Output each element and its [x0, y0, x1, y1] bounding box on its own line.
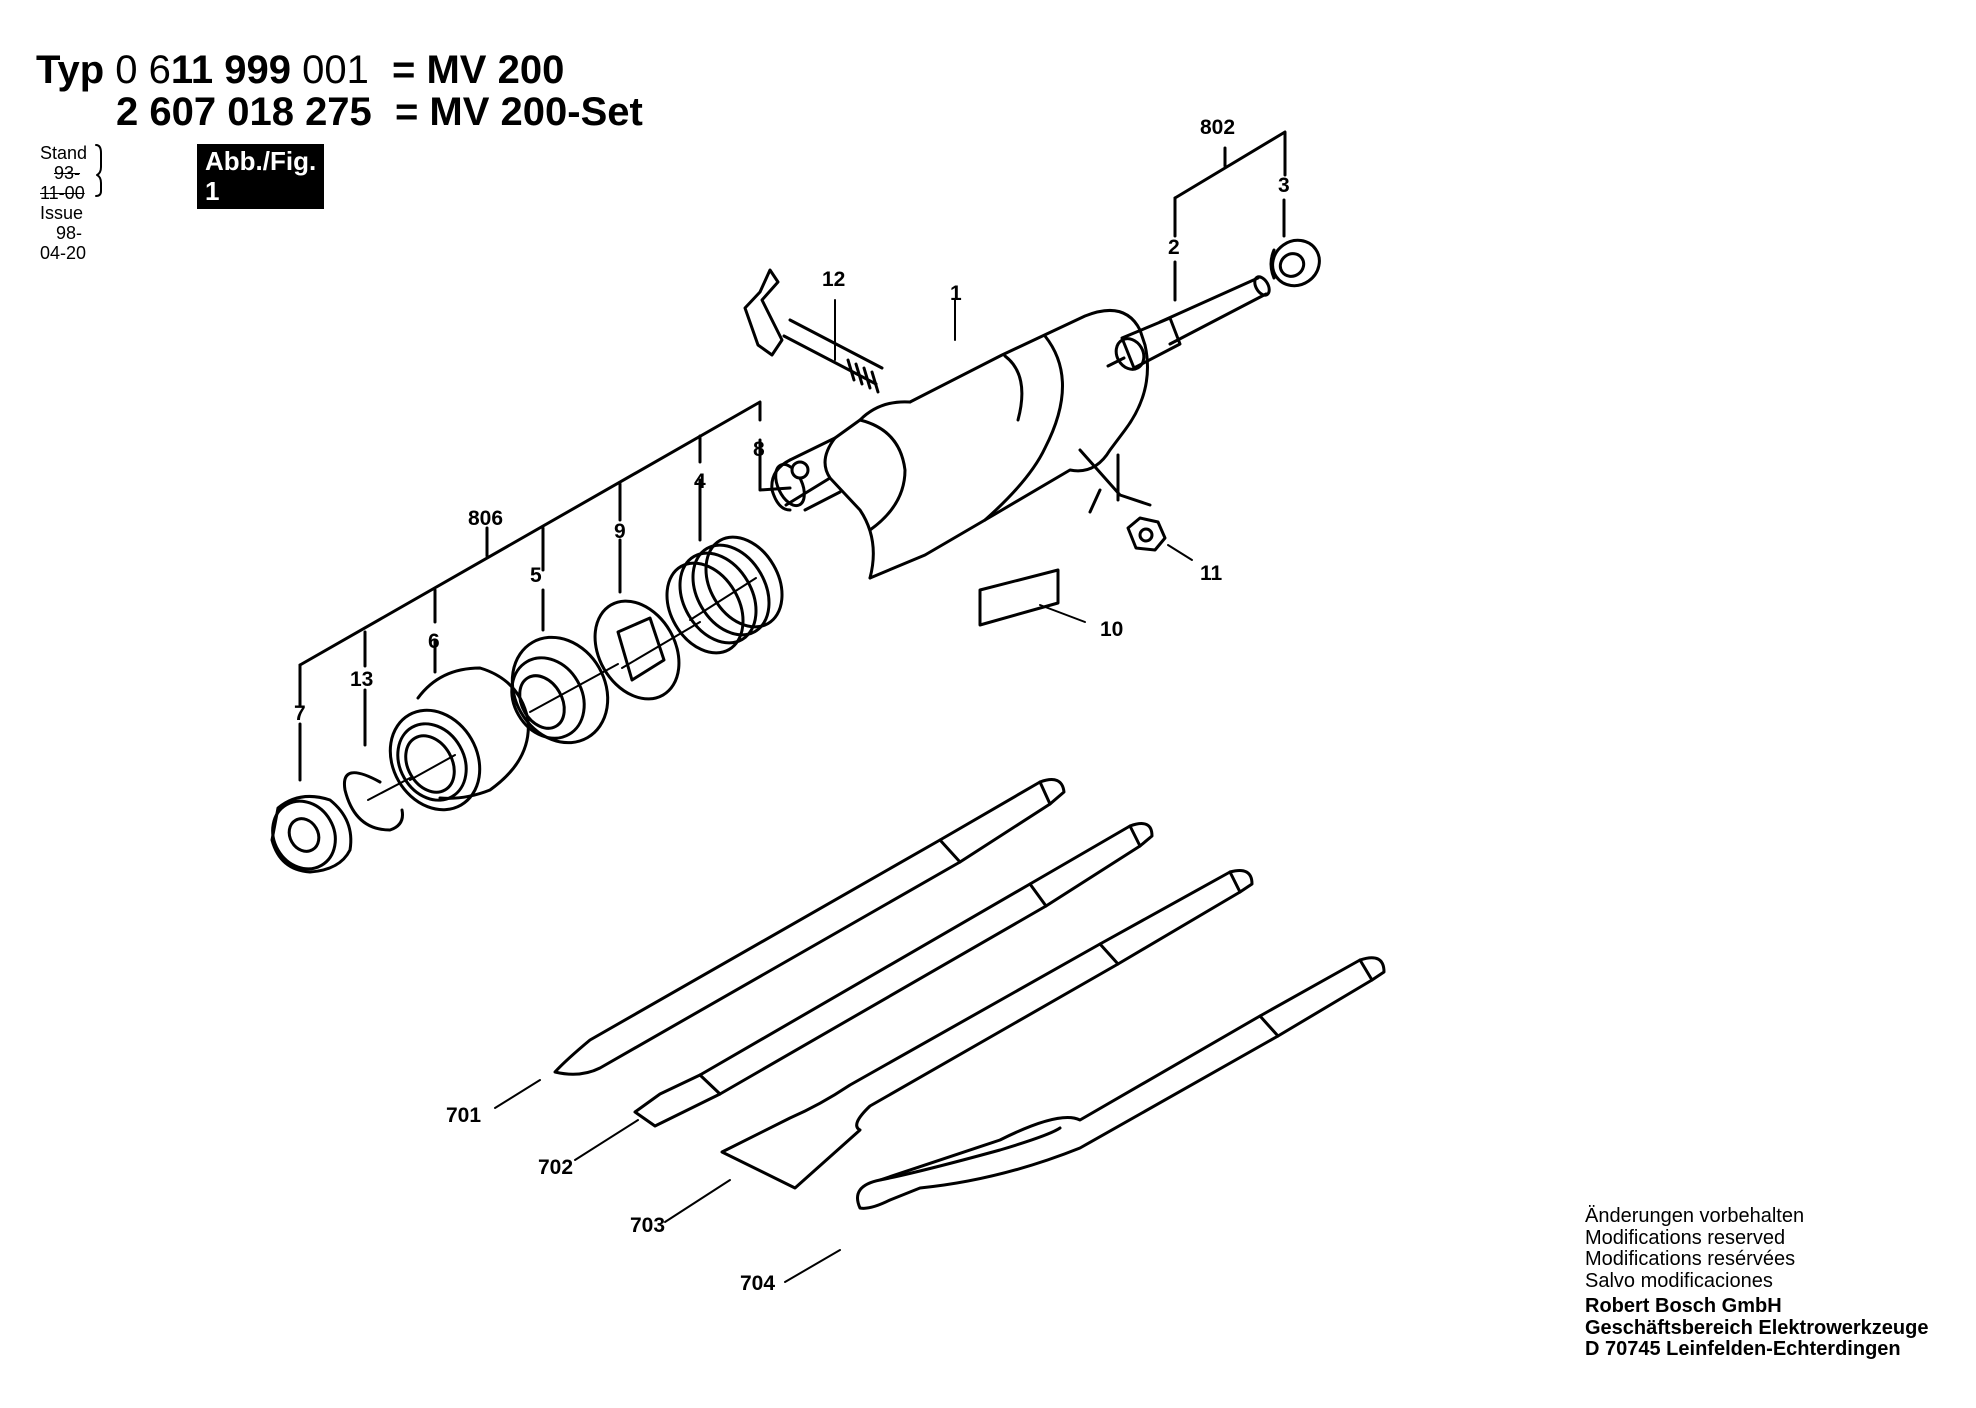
footer-line-en: Modifications reserved — [1585, 1226, 1786, 1249]
callout-806: 806 — [468, 507, 503, 530]
part-4-spring — [665, 535, 784, 655]
chisel-703 — [664, 869, 1254, 1223]
callout-12: 12 — [822, 268, 845, 291]
part-10-label-plate — [978, 568, 1086, 627]
set-part-number: 2 607 018 275 — [116, 90, 372, 134]
callout-1: 1 — [950, 282, 962, 305]
part-7-nut — [270, 794, 353, 874]
part-11-nut — [1126, 516, 1193, 561]
callout-11: 11 — [1200, 562, 1223, 585]
figure-badge: Abb./Fig. 1 — [197, 144, 325, 209]
footer-line-es: Salvo modificaciones — [1585, 1269, 1773, 1292]
footer-division: Geschäftsbereich Elektrowerkzeuge — [1585, 1316, 1929, 1339]
stand-date: 93-11-00 — [40, 163, 85, 203]
stand-label: Stand — [40, 143, 88, 163]
model-name: = MV 200 — [392, 48, 565, 92]
part-number-b: 11 999 — [170, 48, 292, 92]
callout-9: 9 — [614, 520, 626, 543]
callout-703: 703 — [630, 1214, 665, 1237]
callout-2: 2 — [1168, 236, 1180, 259]
callout-702: 702 — [538, 1156, 573, 1179]
chisel-701 — [494, 778, 1066, 1109]
part-6-sleeve — [388, 666, 530, 812]
callout-701: 701 — [446, 1104, 481, 1127]
part-8-ball — [790, 460, 810, 480]
chisel-704 — [784, 956, 1386, 1283]
group-806-bracket — [298, 400, 792, 782]
callout-7: 7 — [294, 702, 306, 725]
footer-block: Änderungen vorbehalten Modifications res… — [1585, 1205, 1929, 1361]
type-line-1: Typ 0 611 999 001 = MV 200 — [36, 48, 564, 93]
part-1-housing — [770, 308, 1152, 580]
part-13-snap-ring — [342, 771, 411, 832]
part-3-washer — [1269, 238, 1321, 288]
part-number-a: 0 6 — [115, 48, 171, 92]
part-9-washer — [593, 599, 701, 701]
part-number-c: 001 — [291, 48, 369, 92]
type-line-2: 2 607 018 275 = MV 200-Set — [116, 90, 643, 135]
callout-8: 8 — [753, 438, 765, 461]
part-12-thandle-screw — [743, 268, 884, 394]
footer-company: Robert Bosch GmbH — [1585, 1295, 1782, 1317]
issue-label: Issue — [40, 203, 84, 223]
callout-4: 4 — [694, 470, 706, 493]
footer-line-de: Änderungen vorbehalten — [1585, 1205, 1805, 1227]
callout-10: 10 — [1100, 618, 1123, 641]
callout-3: 3 — [1278, 174, 1290, 197]
callout-6: 6 — [428, 630, 440, 653]
set-model-name: = MV 200-Set — [394, 90, 643, 134]
issue-date: 98-04-20 — [40, 223, 87, 263]
callout-802: 802 — [1200, 116, 1235, 139]
typ-label: Typ — [36, 48, 105, 92]
group-802-bracket — [1173, 130, 1287, 302]
stand-bracket — [95, 144, 102, 197]
stand-issue-block: Stand 93-11-00 Issue 98-04-20 — [40, 143, 87, 263]
callout-5: 5 — [530, 564, 542, 587]
chisel-702 — [574, 822, 1154, 1161]
footer-line-fr: Modifications resérvées — [1585, 1248, 1796, 1270]
callout-704: 704 — [740, 1272, 775, 1295]
footer-address: D 70745 Leinfelden-Echterdingen — [1585, 1338, 1901, 1360]
callout-13: 13 — [350, 668, 373, 691]
part-2-bolt — [1106, 275, 1271, 371]
